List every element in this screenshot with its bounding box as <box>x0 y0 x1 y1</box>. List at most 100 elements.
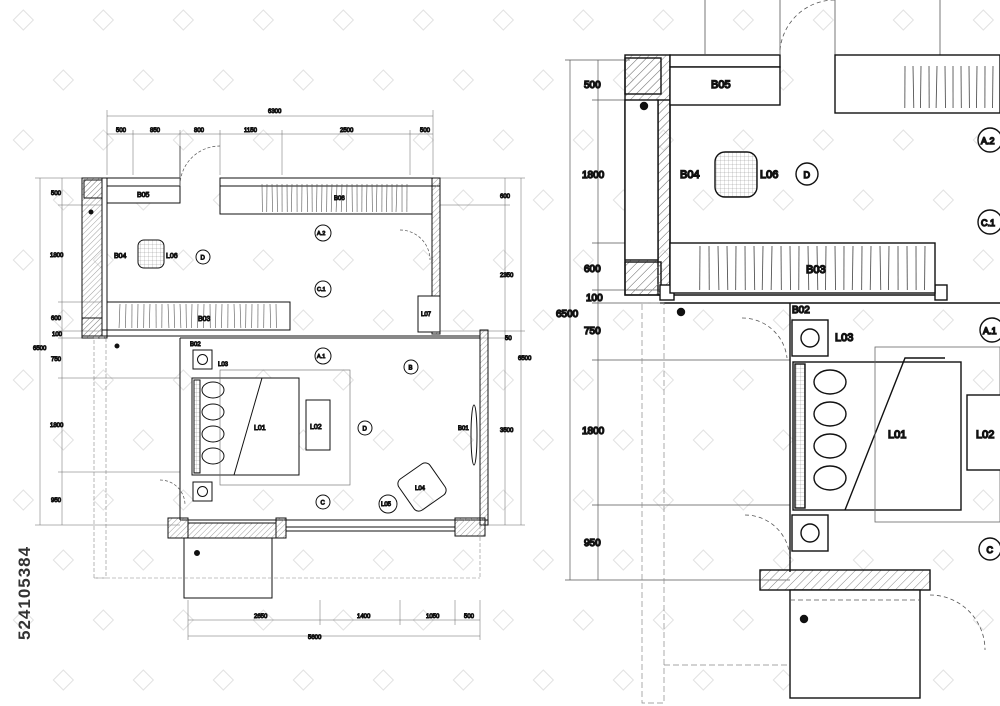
watermark-mark <box>813 10 833 30</box>
right-dim-2: 2350 <box>500 273 514 279</box>
svg-text:D: D <box>804 170 811 180</box>
hanger-line <box>976 66 977 108</box>
right-dim-5: 50 <box>505 336 512 342</box>
watermark-mark <box>893 130 913 150</box>
watermark-mark <box>933 550 953 570</box>
watermark-mark <box>93 130 113 150</box>
watermark-mark <box>653 10 673 30</box>
watermark-mark <box>333 10 353 30</box>
watermark-mark <box>93 490 113 510</box>
watermark-mark <box>93 10 113 30</box>
watermark-mark <box>413 10 433 30</box>
watermark-mark <box>733 130 753 150</box>
watermark-mark <box>693 430 713 450</box>
large-floor-plan: 500 1800 600 100 750 1800 950 6500 B05 <box>556 0 1000 703</box>
watermark-mark <box>573 370 593 390</box>
marker-d-top: D <box>196 250 210 264</box>
watermark-mark <box>413 370 433 390</box>
label-l07: L07 <box>421 312 432 318</box>
label-l02: L02 <box>310 424 322 431</box>
left-dim-6: 1800 <box>50 423 64 429</box>
large-left-dim-1: 500 <box>584 80 601 91</box>
left-dim-2: 1800 <box>50 253 64 259</box>
watermark-mark <box>53 70 73 90</box>
watermark-mark <box>293 310 313 330</box>
watermark-mark <box>533 430 553 450</box>
large-label-l03: L03 <box>835 332 853 344</box>
top-dim-1: 500 <box>116 128 127 134</box>
svg-text:A.2: A.2 <box>317 231 325 237</box>
stock-id-text: 524105384 <box>15 546 34 640</box>
watermark-mark <box>493 490 513 510</box>
marker-a1: A.1 <box>315 348 331 364</box>
watermark-mark <box>493 10 513 30</box>
top-dim-5: 2500 <box>340 128 354 134</box>
nightstand-bottom <box>193 482 212 501</box>
mirror-b01 <box>471 405 477 465</box>
large-left-dim-2: 1800 <box>582 170 605 181</box>
label-b01: B01 <box>458 426 469 432</box>
large-label-b05: B05 <box>711 79 731 91</box>
svg-text:C: C <box>987 545 994 555</box>
marker-c: C <box>316 495 330 509</box>
watermark-mark <box>53 550 73 570</box>
hanger-line <box>945 66 946 108</box>
overall-width-dim: 6300 <box>268 109 282 115</box>
label-b03: B03 <box>198 316 211 323</box>
large-label-l01: L01 <box>888 429 906 441</box>
watermark-mark <box>213 670 233 690</box>
watermark-mark <box>653 610 673 630</box>
watermark-mark <box>933 190 953 210</box>
watermark-mark <box>373 670 393 690</box>
watermark-mark <box>13 250 33 270</box>
watermark-mark <box>493 370 513 390</box>
right-dim-1: 600 <box>500 194 511 200</box>
watermark-mark <box>133 550 153 570</box>
marker-d-mid: D <box>358 421 372 435</box>
large-nightstand-l03 <box>792 320 828 356</box>
bottom-dim-1: 2650 <box>254 614 268 620</box>
watermark-mark <box>693 310 713 330</box>
watermark-mark <box>453 550 473 570</box>
top-dim-3: 800 <box>194 128 205 134</box>
watermark-mark <box>853 190 873 210</box>
watermark-mark <box>573 490 593 510</box>
watermark-mark <box>613 670 633 690</box>
svg-text:A.1: A.1 <box>317 354 325 360</box>
large-bed-l01 <box>793 362 961 510</box>
bottom-dim-2: 1400 <box>357 614 371 620</box>
large-marker-c1: C.1 <box>978 210 1000 234</box>
hanger-line <box>920 66 921 108</box>
watermark-mark <box>293 550 313 570</box>
watermark-mark <box>573 10 593 30</box>
top-dim-6: 500 <box>420 128 431 134</box>
watermark-mark <box>573 130 593 150</box>
hanger-line <box>835 246 836 290</box>
large-left-dim-5: 750 <box>584 326 601 337</box>
right-dim-3: 6500 <box>518 356 532 362</box>
watermark-mark <box>173 490 193 510</box>
watermark-mark <box>253 250 273 270</box>
watermark-mark <box>133 670 153 690</box>
label-b05: B05 <box>137 192 150 199</box>
watermark-mark <box>173 370 193 390</box>
large-left-dim-4: 100 <box>586 293 603 304</box>
left-dim-1: 500 <box>51 191 62 197</box>
large-marker-d: D <box>796 163 818 185</box>
marker-c1: C.1 <box>315 281 331 297</box>
right-dim-4: 3500 <box>500 428 514 434</box>
nightstand-l03 <box>193 350 212 369</box>
watermark-mark <box>733 610 753 630</box>
top-dim-2: 850 <box>150 128 161 134</box>
large-chair-l06 <box>715 152 757 197</box>
watermark-mark <box>333 490 353 510</box>
svg-text:A.1: A.1 <box>983 326 997 336</box>
watermark-mark <box>93 610 113 630</box>
watermark-mark <box>693 670 713 690</box>
left-total-dim: 6500 <box>33 346 47 352</box>
svg-text:L05: L05 <box>381 502 392 508</box>
left-dim-3: 600 <box>51 316 62 322</box>
large-left-dim-6: 1800 <box>582 426 605 437</box>
watermark-mark <box>933 670 953 690</box>
watermark-mark <box>533 550 553 570</box>
